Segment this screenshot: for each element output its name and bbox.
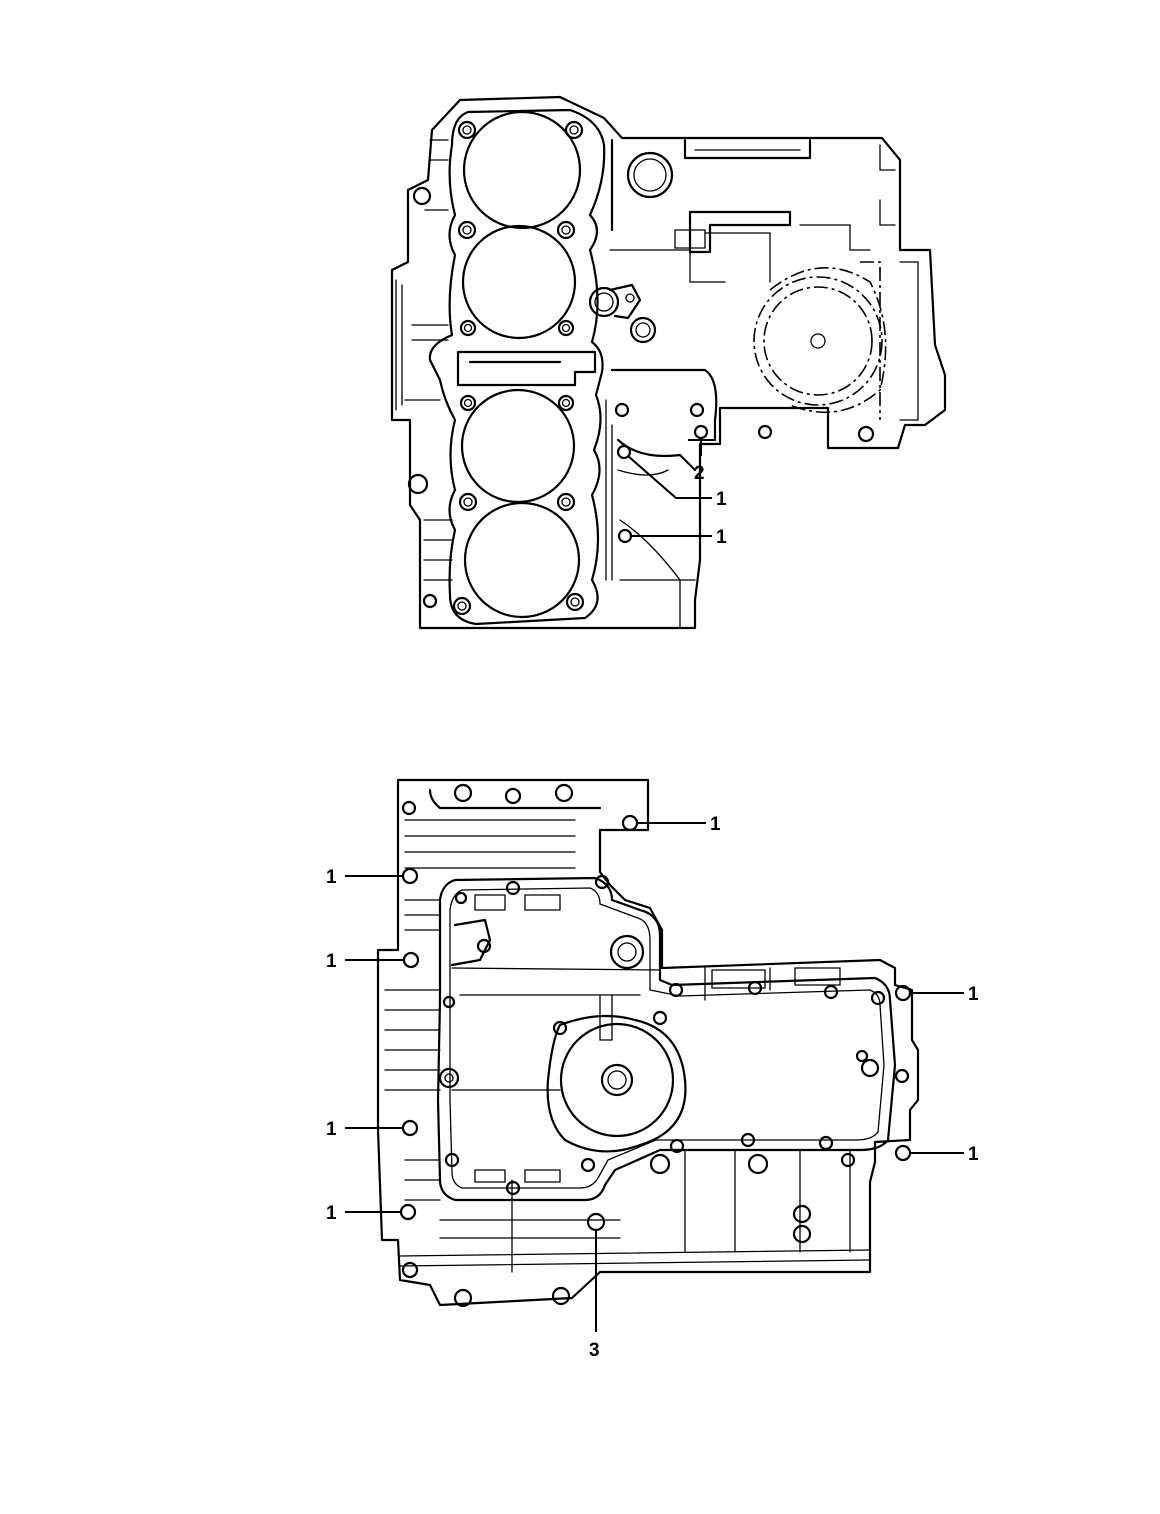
oil-pan-gasket-outline bbox=[436, 876, 897, 1202]
lower-crankcase-view: 1 1 1 1 1 1 1 3 bbox=[326, 778, 979, 1361]
lower-case-outline bbox=[376, 778, 920, 1307]
lower-bolt-holes bbox=[401, 783, 910, 1308]
callout-label-3: 3 bbox=[589, 1340, 600, 1361]
callout-label-1: 1 bbox=[326, 1203, 337, 1224]
cylinder-bore-2 bbox=[461, 224, 577, 340]
cylinder-bore-1 bbox=[462, 110, 582, 230]
upper-crankcase-view: 2 1 1 bbox=[390, 95, 947, 630]
transmission-area bbox=[605, 368, 875, 629]
oil-filler-boss bbox=[626, 151, 674, 199]
upper-leader-lines bbox=[627, 438, 714, 537]
cylinder-bore-4 bbox=[463, 501, 581, 619]
callout-label-1: 1 bbox=[710, 814, 721, 835]
upper-right-housing bbox=[610, 138, 896, 283]
callout-label-1: 1 bbox=[968, 984, 979, 1005]
upper-block-outline bbox=[390, 95, 947, 630]
drain-boss bbox=[609, 934, 645, 970]
callout-label-1: 1 bbox=[716, 489, 727, 510]
internal-webs bbox=[450, 894, 841, 1183]
callout-label-1: 1 bbox=[968, 1144, 979, 1165]
oil-pump-housing bbox=[546, 1014, 687, 1153]
callout-label-1: 1 bbox=[326, 1119, 337, 1140]
callout-label-1: 1 bbox=[326, 951, 337, 972]
lower-leader-lines bbox=[345, 822, 964, 1332]
oil-pan-gasket-inner bbox=[449, 887, 885, 1189]
oil-passage-bosses bbox=[588, 249, 726, 344]
head-bolt-holes bbox=[452, 120, 585, 616]
callout-targets bbox=[616, 424, 709, 544]
callout-label-2: 2 bbox=[694, 463, 705, 484]
callout-label-1: 1 bbox=[716, 527, 727, 548]
lower-top-fins bbox=[384, 788, 871, 1273]
callout-label-1: 1 bbox=[326, 867, 337, 888]
left-side-ribs bbox=[395, 139, 453, 609]
clutch-cover-outline bbox=[753, 261, 919, 421]
cylinder-bore-3 bbox=[460, 388, 576, 504]
cylinder-gasket-outline bbox=[428, 108, 606, 626]
cam-chain-tunnel bbox=[456, 350, 597, 387]
